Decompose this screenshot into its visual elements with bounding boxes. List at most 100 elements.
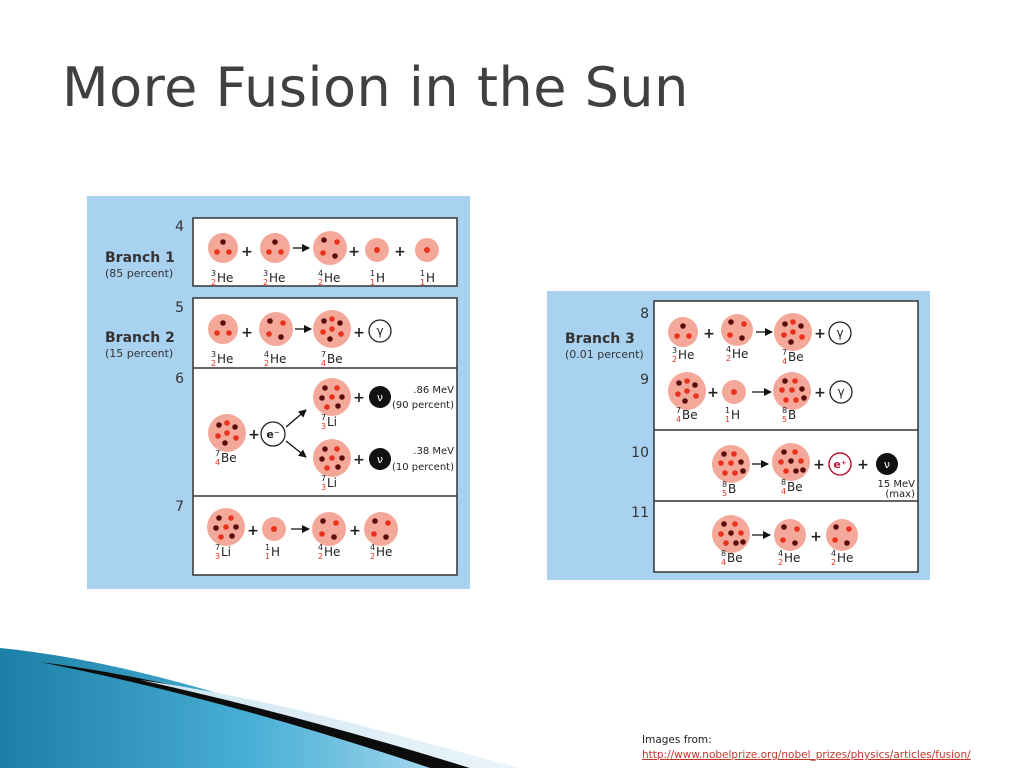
svg-text:Li: Li [221,545,231,559]
svg-text:4: 4 [726,345,731,354]
svg-text:H: H [376,271,385,285]
gamma-symbol: γ [376,324,383,338]
svg-text:4: 4 [831,549,836,558]
beryllium-7-nucleus [313,310,351,348]
svg-text:2: 2 [318,278,323,287]
svg-text:4: 4 [676,415,681,424]
svg-text:He: He [376,545,392,559]
lithium-7-nucleus [207,508,245,546]
helium-4-nucleus [721,314,753,346]
svg-text:H: H [731,408,740,422]
helium-4-nucleus [313,231,347,265]
svg-text:2: 2 [211,359,216,368]
label-he4: 4 2 He [831,549,853,567]
svg-text:He: He [678,348,694,362]
gamma-photon [368,319,392,343]
svg-text:7: 7 [321,350,326,359]
label-be8: 8 4 Be [721,549,743,567]
svg-text:2: 2 [264,359,269,368]
plus-sign: + [248,427,260,443]
hydrogen-1-nucleus [262,517,286,541]
electron-particle [260,421,286,447]
svg-text:4: 4 [370,543,375,552]
svg-text:Li: Li [327,415,337,429]
svg-text:Be: Be [327,352,343,366]
svg-text:1: 1 [420,278,425,287]
branch-3-percent: (0.01 percent) [565,348,644,361]
svg-text:B: B [728,482,736,496]
label-be7: 7 4 Be [676,406,698,424]
plus-sign: + [241,244,253,260]
plus-sign: + [353,390,365,406]
helium-4-nucleus [312,512,346,546]
decorative-swoosh [0,648,520,768]
svg-text:3: 3 [215,552,220,561]
svg-text:5: 5 [782,415,787,424]
beryllium-8-nucleus [772,443,810,481]
helium-3-nucleus [208,314,238,344]
svg-text:7: 7 [321,474,326,483]
svg-text:1: 1 [420,269,425,278]
svg-text:2: 2 [211,278,216,287]
energy-038-mev: .38 MeV [413,446,454,457]
credit-link[interactable]: http://www.nobelprize.org/nobel_prizes/p… [642,749,971,761]
label-b8: 8 5 B [782,406,796,424]
svg-text:3: 3 [211,269,216,278]
branch-1-2-diagram: 4 Branch 1 (85 percent) + + + 3 2 He 3 2… [87,196,470,589]
reaction-arrow [285,440,307,458]
label-be8: 8 4 Be [781,478,803,496]
energy-086-mev: .86 MeV [413,385,454,396]
svg-text:H: H [271,545,280,559]
plus-sign: + [353,325,365,341]
energy-max-note: (max) [885,489,915,500]
helium-3-nucleus [668,317,698,347]
beryllium-8-nucleus [712,515,750,553]
label-he4: 4 2 He [726,345,748,363]
label-li7: 7 3 Li [215,543,231,561]
svg-text:4: 4 [721,558,726,567]
step-6-number: 6 [175,371,184,387]
svg-text:1: 1 [370,269,375,278]
svg-text:He: He [217,271,233,285]
image-credit: Images from: http://www.nobelprize.org/n… [642,733,971,763]
step-7-number: 7 [175,499,184,515]
svg-text:2: 2 [778,558,783,567]
gamma-photon [829,380,853,404]
positron-particle [828,452,852,476]
branch-1-label: Branch 1 [105,250,175,266]
plus-sign: + [857,457,869,473]
svg-text:H: H [426,271,435,285]
svg-text:4: 4 [782,357,787,366]
helium-4-nucleus [826,519,858,551]
plus-sign: + [349,523,361,539]
lithium-7-nucleus [313,439,351,477]
hydrogen-1-nucleus [722,380,746,404]
svg-text:5: 5 [722,489,727,498]
label-be7: 7 4 Be [782,348,804,366]
svg-text:8: 8 [721,549,726,558]
label-he4: 4 2 He [778,549,800,567]
svg-text:Be: Be [727,551,743,565]
label-he4: 4 2 He [264,350,286,368]
svg-text:8: 8 [722,480,727,489]
svg-text:3: 3 [321,422,326,431]
svg-text:He: He [324,545,340,559]
beryllium-7-nucleus [774,313,812,351]
branch-3-label: Branch 3 [565,331,635,347]
svg-text:1: 1 [265,543,270,552]
svg-text:Be: Be [787,480,803,494]
svg-text:7: 7 [782,348,787,357]
svg-text:1: 1 [725,406,730,415]
beryllium-7-nucleus [208,414,246,452]
svg-text:4: 4 [778,549,783,558]
plus-sign: + [814,326,826,342]
neutrino [369,386,391,408]
step-10-number: 10 [631,445,649,461]
lithium-7-nucleus [313,378,351,416]
gamma-photon [828,321,852,345]
label-he3: 3 2 He [263,269,285,287]
svg-text:Be: Be [221,451,237,465]
svg-text:2: 2 [831,558,836,567]
branch-2-percent: (15 percent) [105,347,173,360]
slide-title: More Fusion in the Sun [62,56,689,119]
